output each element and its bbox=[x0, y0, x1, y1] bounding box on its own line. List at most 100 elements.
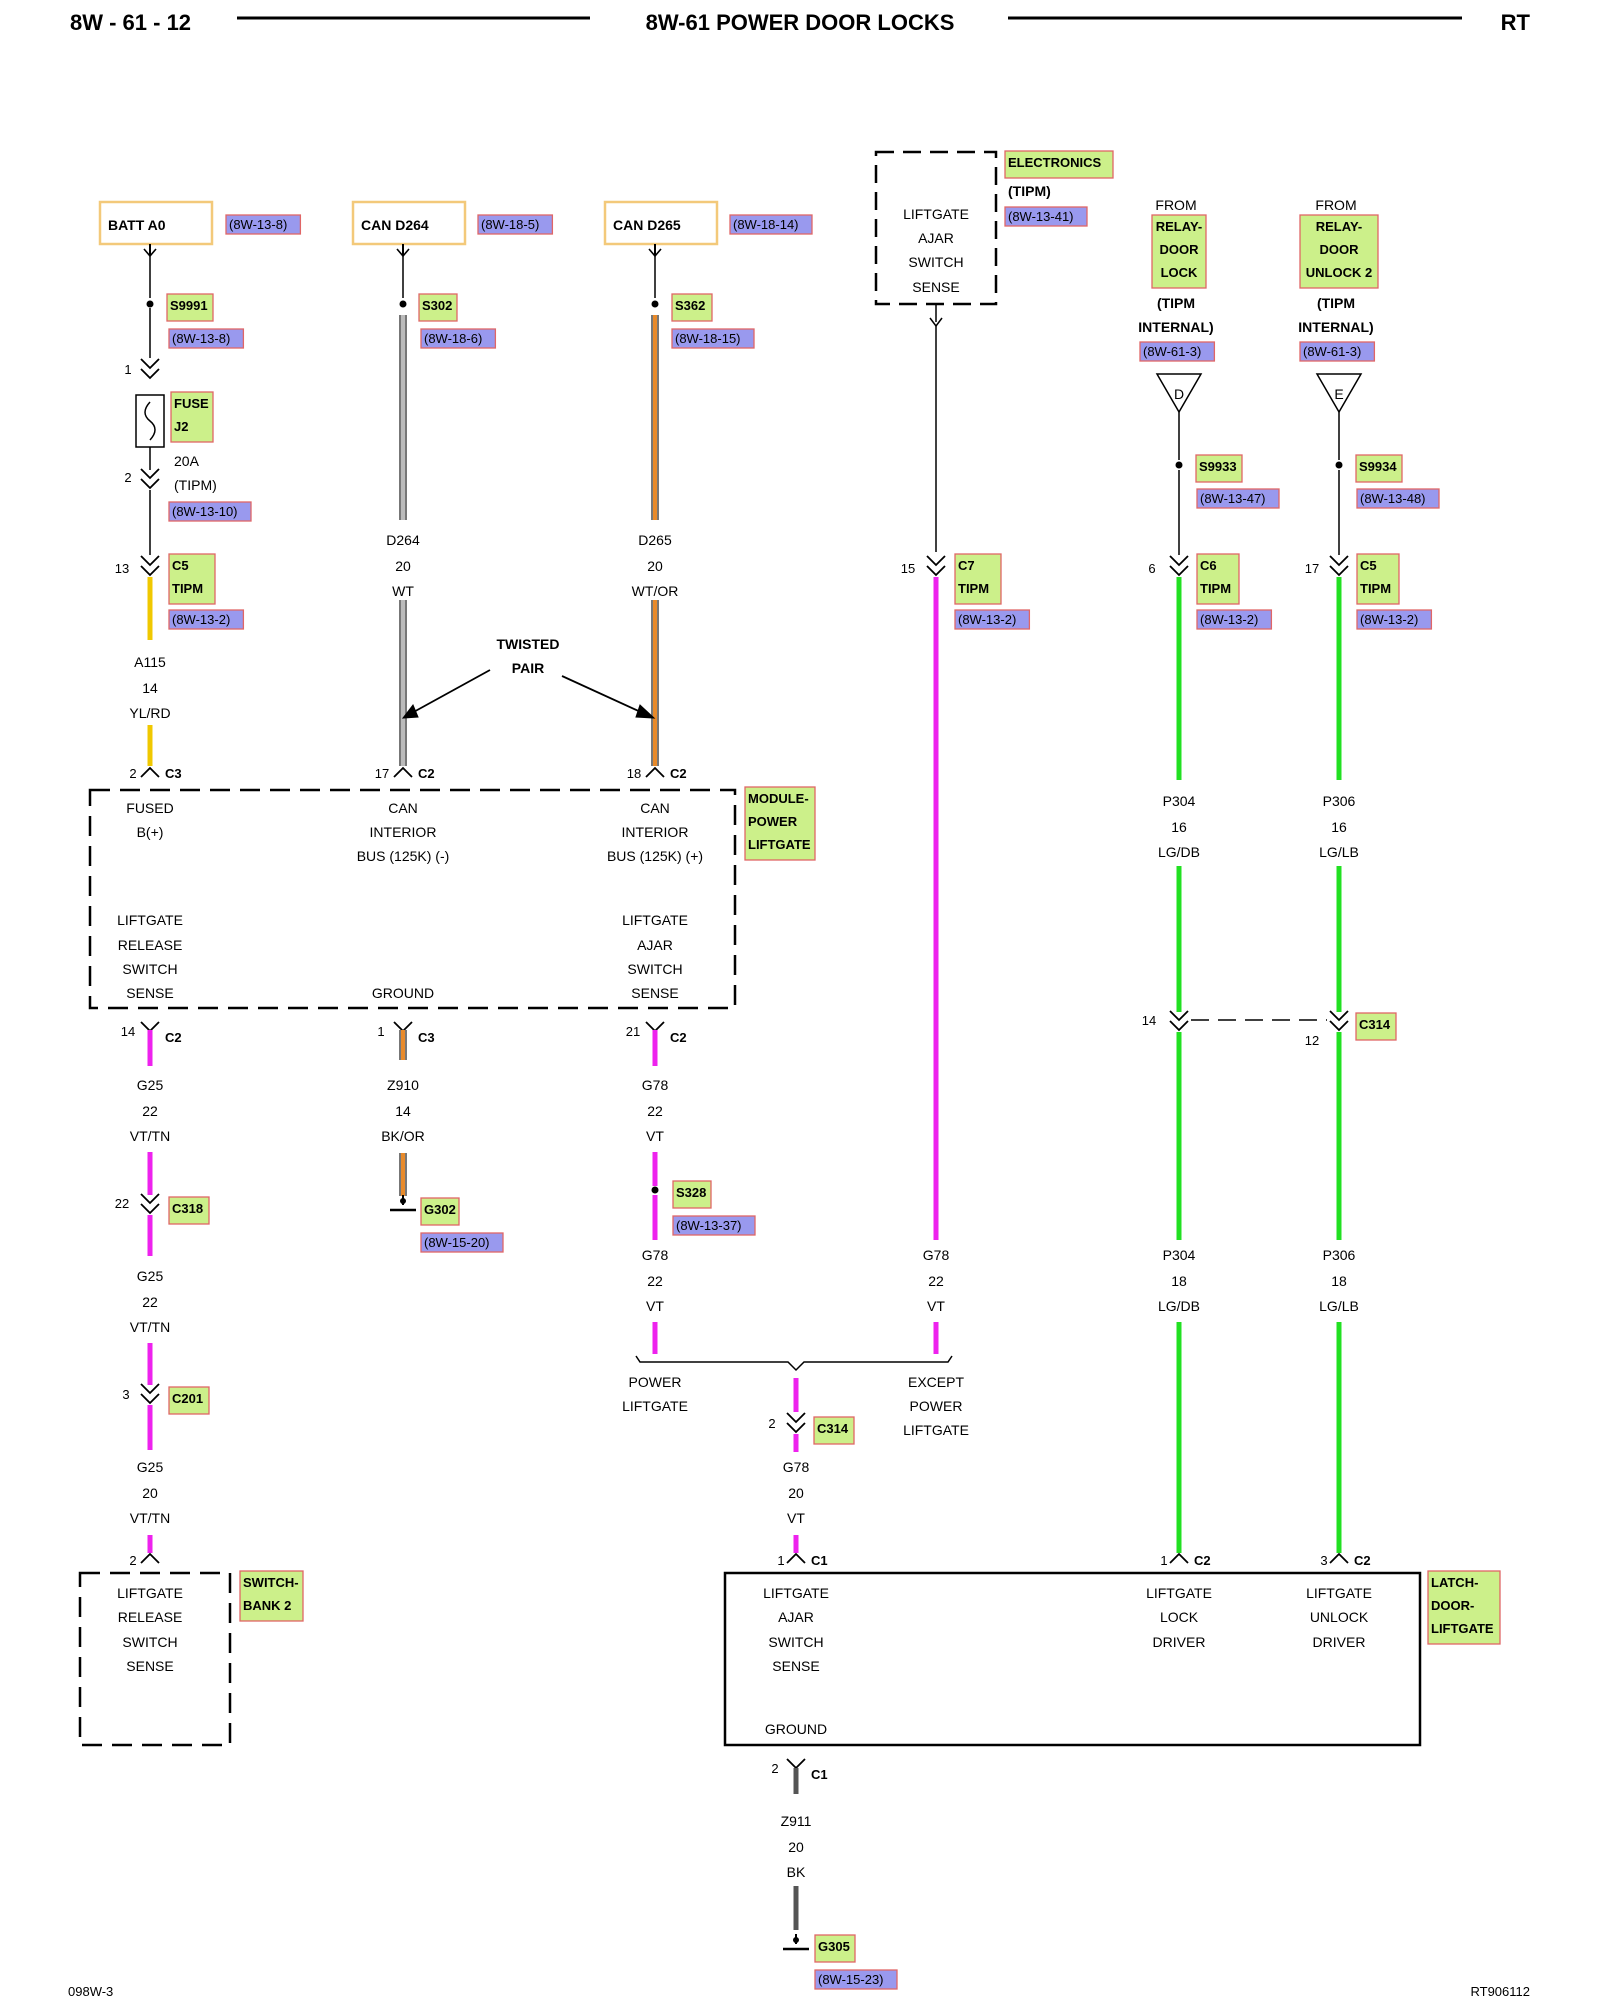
connector-c314 bbox=[1169, 1020, 1189, 1032]
page-ref: (8W-13-10) bbox=[172, 504, 238, 519]
pin-number: 18 bbox=[627, 766, 641, 781]
connector-c314 bbox=[1329, 1010, 1349, 1022]
relay-splice bbox=[1175, 461, 1183, 469]
location-tag-bg bbox=[1355, 1012, 1397, 1041]
ref-tag-bg bbox=[168, 609, 245, 630]
page-ref: (8W-13-41) bbox=[1008, 209, 1074, 224]
offpage-letter: E bbox=[1334, 386, 1343, 402]
wire-color: BK/OR bbox=[381, 1128, 425, 1144]
pin-number: 12 bbox=[1305, 1033, 1319, 1048]
relay-from-label: FROM bbox=[1155, 197, 1196, 213]
module-power-liftgate-box bbox=[88, 788, 737, 1010]
wire-gauge: 22 bbox=[142, 1294, 158, 1310]
pin-number: 1 bbox=[777, 1553, 784, 1568]
twisted-pair-label: PAIR bbox=[512, 660, 544, 676]
wire-id: G25 bbox=[137, 1268, 164, 1284]
wire-color: VT bbox=[787, 1510, 805, 1526]
location-tag-bg bbox=[954, 553, 1002, 605]
pin-number: 2 bbox=[771, 1761, 778, 1776]
wire-id: G78 bbox=[783, 1459, 810, 1475]
page-ref: (8W-13-2) bbox=[172, 612, 230, 627]
location-tag-bg bbox=[1004, 150, 1114, 179]
wire-id: G25 bbox=[137, 1459, 164, 1475]
wire-color: VT bbox=[646, 1298, 664, 1314]
page-ref: (8W-13-2) bbox=[1360, 612, 1418, 627]
location-label: C318 bbox=[172, 1201, 203, 1216]
wire-gauge: 20 bbox=[142, 1485, 158, 1501]
pin-number: 15 bbox=[901, 561, 915, 576]
ref-tag-bg bbox=[1196, 488, 1280, 509]
connector-c314 bbox=[1169, 1010, 1189, 1022]
latch-pin-label: LIFTGATE bbox=[763, 1585, 829, 1601]
page-ref: (8W-13-48) bbox=[1360, 491, 1426, 506]
source-label: CAN D265 bbox=[613, 217, 681, 233]
module-pin-c2 bbox=[393, 766, 413, 778]
fuse-connector bbox=[140, 468, 160, 480]
module-pin-c3 bbox=[140, 766, 160, 778]
module-pin-label: CAN bbox=[640, 800, 670, 816]
offpage-triangle bbox=[1315, 373, 1363, 414]
pin-number: 2 bbox=[129, 1553, 136, 1568]
location-label: TIPM bbox=[1360, 581, 1391, 596]
ref-tag-bg bbox=[1356, 609, 1433, 630]
location-tag-bg bbox=[1151, 214, 1207, 289]
wire-color: WT/OR bbox=[632, 583, 679, 599]
wire-gauge: 22 bbox=[647, 1273, 663, 1289]
wire-color: LG/DB bbox=[1158, 844, 1200, 860]
location-label: LOCK bbox=[1161, 265, 1198, 280]
pin-number: 3 bbox=[122, 1387, 129, 1402]
wire-gauge: 18 bbox=[1171, 1273, 1187, 1289]
connector-name: C2 bbox=[1354, 1553, 1371, 1568]
module-pin-label: BUS (125K) (+) bbox=[607, 848, 703, 864]
module-pin-label: LIFTGATE bbox=[622, 912, 688, 928]
wire-id: G78 bbox=[923, 1247, 950, 1263]
location-tag-bg bbox=[671, 293, 713, 322]
page-ref: (8W-18-14) bbox=[733, 217, 799, 232]
latch-ground-connector bbox=[786, 1758, 806, 1770]
page-ref: (8W-18-15) bbox=[675, 331, 741, 346]
wire-id: P304 bbox=[1163, 793, 1196, 809]
location-tag-bg bbox=[170, 391, 214, 443]
ref-tag-bg bbox=[729, 214, 813, 235]
relay-internal-label: INTERNAL) bbox=[1298, 319, 1373, 335]
wire-gauge: 22 bbox=[142, 1103, 158, 1119]
connector-c318 bbox=[140, 1193, 160, 1205]
ref-tag-bg bbox=[420, 328, 497, 349]
page-number: 8W - 61 - 12 bbox=[70, 10, 191, 35]
location-label: DOOR bbox=[1160, 242, 1200, 257]
module-pin-label: INTERIOR bbox=[370, 824, 437, 840]
latch-pin-c2 bbox=[1169, 1552, 1189, 1564]
wire-id: Z910 bbox=[387, 1077, 419, 1093]
wire-id: P304 bbox=[1163, 1247, 1196, 1263]
wire-color: VT/TN bbox=[130, 1128, 170, 1144]
location-tag-bg bbox=[672, 1180, 712, 1209]
location-tag-bg bbox=[1195, 454, 1243, 483]
location-label: S362 bbox=[675, 298, 705, 313]
location-tag-bg bbox=[1427, 1570, 1501, 1645]
wire-color: BK bbox=[787, 1864, 806, 1880]
pin-number: 2 bbox=[129, 766, 136, 781]
latch-pin-label: GROUND bbox=[765, 1721, 827, 1737]
page-ref: (8W-13-47) bbox=[1200, 491, 1266, 506]
switch-pin-label: SENSE bbox=[126, 1658, 173, 1674]
latch-pin-c1 bbox=[786, 1552, 806, 1564]
pin-number: 14 bbox=[1142, 1013, 1156, 1028]
fuse-location: (TIPM) bbox=[174, 477, 217, 493]
module-pin-label: AJAR bbox=[637, 937, 673, 953]
page-ref: (8W-18-5) bbox=[481, 217, 539, 232]
pin-number: 6 bbox=[1148, 561, 1155, 576]
fuse-element bbox=[144, 401, 156, 441]
wire-gauge: 16 bbox=[1331, 819, 1347, 835]
s302-splice bbox=[399, 300, 407, 308]
location-label: BANK 2 bbox=[243, 1598, 291, 1613]
location-label: S9933 bbox=[1199, 459, 1237, 474]
relay-from-label: FROM bbox=[1315, 197, 1356, 213]
page-ref: (8W-15-23) bbox=[818, 1972, 884, 1987]
ref-tag-bg bbox=[1356, 488, 1440, 509]
pin-number: 2 bbox=[124, 470, 131, 485]
fuse-connector bbox=[140, 478, 160, 490]
connector-name: C1 bbox=[811, 1553, 828, 1568]
connector-tipm bbox=[1329, 565, 1349, 577]
location-tag-bg bbox=[168, 1386, 210, 1415]
